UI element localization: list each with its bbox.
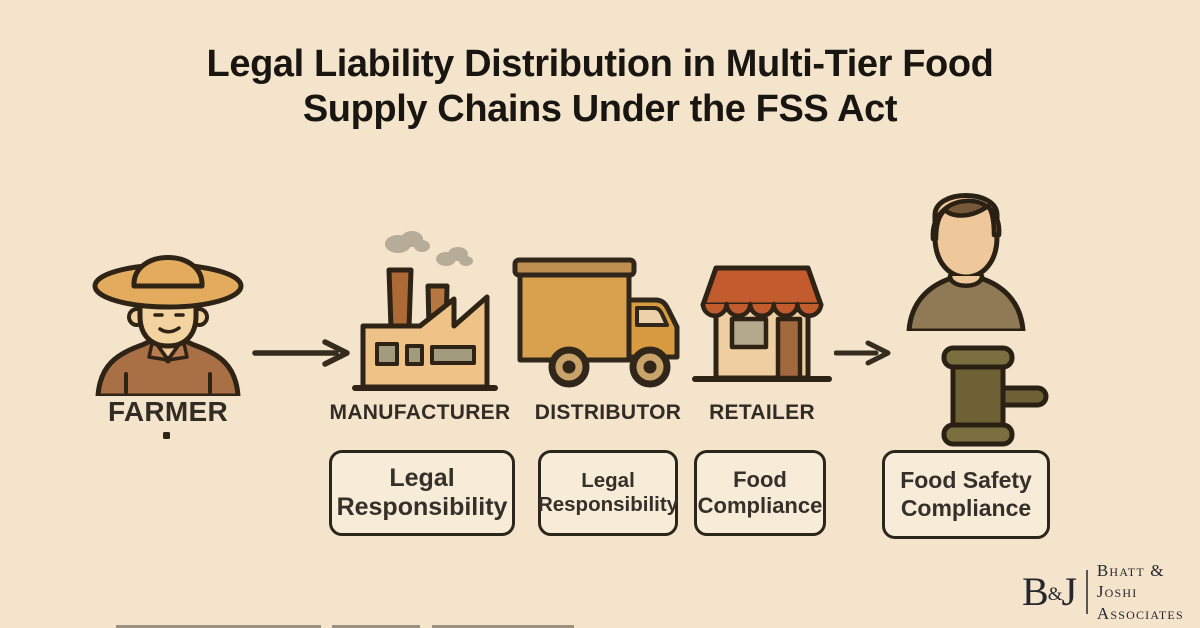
monogram-ampersand: & (1047, 583, 1063, 605)
arrow-right-icon (834, 340, 891, 366)
factory-icon (352, 231, 498, 391)
badge-distributor-legal-responsibility: Legal Responsibility (538, 450, 678, 536)
truck-icon (512, 257, 680, 388)
stage-label-farmer: FARMER (107, 396, 229, 427)
brand-name-line1: Bhatt & Joshi (1096, 561, 1165, 602)
smoke-puffs (385, 231, 473, 266)
stage-label-retailer: RETAILER (709, 401, 815, 424)
stage-label-distributor: DISTRIBUTOR (534, 401, 682, 424)
badge-food-safety-compliance: Food Safety Compliance (882, 450, 1050, 539)
storefront-icon (692, 265, 832, 382)
badge-line: Legal (389, 463, 455, 492)
monogram-j: J (1061, 568, 1078, 614)
title-line2: Supply Chains Under the FSS Act (302, 87, 898, 130)
monogram-b: B (1022, 568, 1049, 614)
logo-divider (1086, 569, 1088, 614)
brand-name-line2: Associates (1096, 603, 1184, 623)
brand-name: Bhatt & Joshi Associates (1097, 560, 1200, 624)
farmer-dot (163, 432, 170, 439)
cropped-footer-line (332, 625, 420, 628)
farmer-icon (92, 255, 244, 396)
brand-monogram: B & J (1022, 568, 1078, 614)
badge-line: Food Safety (900, 467, 1032, 494)
cropped-footer-line (432, 625, 574, 628)
badge-retailer-food-compliance: Food Compliance (694, 450, 826, 536)
badge-line: Responsibility (537, 493, 679, 516)
gavel-icon (941, 345, 1049, 447)
consumer-person-icon (906, 193, 1026, 331)
badge-line: Legal (581, 468, 635, 492)
stage-label-manufacturer: MANUFACTURER (329, 401, 511, 424)
badge-line: Compliance (900, 494, 1032, 521)
page-title: Legal Liability Distribution in Multi-Ti… (0, 42, 1200, 132)
cropped-footer-line (116, 625, 321, 628)
badge-manufacturer-legal-responsibility: Legal Responsibility (329, 450, 515, 536)
badge-line: Food (733, 467, 787, 493)
arrow-right-icon (252, 339, 350, 367)
badge-line: Compliance (697, 493, 823, 518)
brand-logo: B & J Bhatt & Joshi Associates (1022, 560, 1200, 624)
badge-line: Responsibility (336, 493, 508, 521)
title-line1: Legal Liability Distribution in Multi-Ti… (206, 43, 994, 85)
